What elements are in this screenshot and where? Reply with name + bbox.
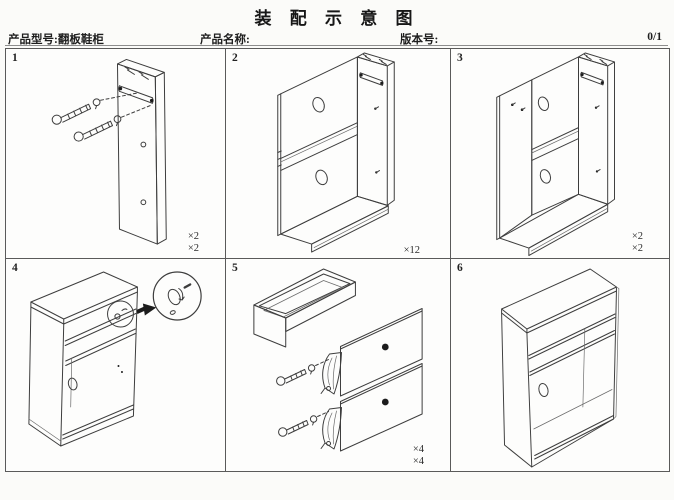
cam-bolt-icon	[276, 359, 330, 386]
quantity-annotations: ×12	[404, 245, 420, 257]
step-1-illustration	[51, 58, 167, 245]
magnifier-arrow-icon	[136, 303, 157, 316]
step-panel-2: 2	[226, 49, 451, 259]
title-block: 产品型号:翻板鞋柜 产品名称: 版本号: 0/1	[0, 31, 674, 47]
pre-driven-screws	[583, 53, 608, 65]
quantity-annotations: ×2 ×2	[188, 231, 199, 254]
step-number: 5	[232, 262, 238, 274]
right-side-panel	[356, 52, 395, 206]
step-number: 4	[12, 262, 18, 274]
quantity-label: ×2	[187, 242, 199, 254]
quantity-annotations: ×2 ×2	[632, 231, 643, 254]
cam-bolt-icon	[73, 104, 153, 142]
pre-driven-screws	[362, 53, 387, 65]
cam-bolt-icon	[51, 92, 139, 125]
flip-door	[339, 308, 423, 397]
quantity-annotations: ×4 ×4	[413, 444, 424, 467]
right-side-panel	[578, 52, 615, 205]
bottom-panel	[280, 195, 389, 253]
flip-door	[339, 363, 423, 452]
quantity-label: ×4	[412, 444, 424, 455]
middle-rail	[531, 127, 579, 161]
cam-detail-source-circle	[107, 300, 134, 328]
step-panel-4: 4	[6, 259, 226, 471]
step-panel-1: 1	[6, 49, 226, 259]
quantity-label: ×2	[187, 231, 199, 242]
back-panel	[531, 56, 579, 216]
header-rule	[5, 45, 668, 46]
cleat-rail	[118, 85, 154, 104]
quantity-label: ×2	[631, 231, 643, 242]
step-4-illustration	[28, 271, 202, 447]
step-6-illustration	[501, 268, 620, 468]
bottom-panel	[499, 193, 609, 257]
pre-driven-screws	[124, 66, 149, 80]
product-model-label: 产品型号:翻板鞋柜	[8, 34, 104, 46]
cam-bolt-icon	[278, 411, 330, 437]
left-side-panel	[496, 79, 533, 241]
cam-lock-detail-circle	[152, 271, 202, 321]
step-number: 1	[12, 52, 18, 64]
quantity-label: ×2	[631, 242, 643, 254]
page-title: 装 配 示 意 图	[254, 9, 420, 28]
step-panel-5: 5	[226, 259, 451, 471]
cleat-rail	[580, 71, 604, 86]
product-name-label: 产品名称:	[200, 34, 250, 46]
step-grid: 1	[5, 48, 670, 472]
step-2-illustration	[277, 52, 395, 253]
side-panel-board	[116, 58, 167, 245]
back-panel	[277, 56, 358, 237]
cleat-rail	[359, 72, 384, 86]
step-number: 6	[457, 262, 463, 274]
cabinet-body	[501, 268, 620, 468]
flip-hinge-icon	[320, 407, 342, 450]
step-panel-3: 3	[451, 49, 669, 259]
page-number: 0/1	[647, 31, 662, 43]
step-5-illustration	[253, 268, 423, 452]
version-label: 版本号:	[400, 34, 439, 46]
quantity-label: ×4	[412, 455, 424, 467]
drawer-tray	[253, 268, 356, 348]
flip-hinge-icon	[320, 352, 342, 395]
quantity-label: ×12	[403, 244, 420, 256]
step-number: 2	[232, 52, 238, 64]
step-number: 3	[457, 52, 463, 64]
step-panel-6: 6	[451, 259, 669, 471]
step-3-illustration	[496, 52, 615, 257]
cabinet-body	[28, 271, 138, 447]
middle-rail	[280, 122, 358, 171]
